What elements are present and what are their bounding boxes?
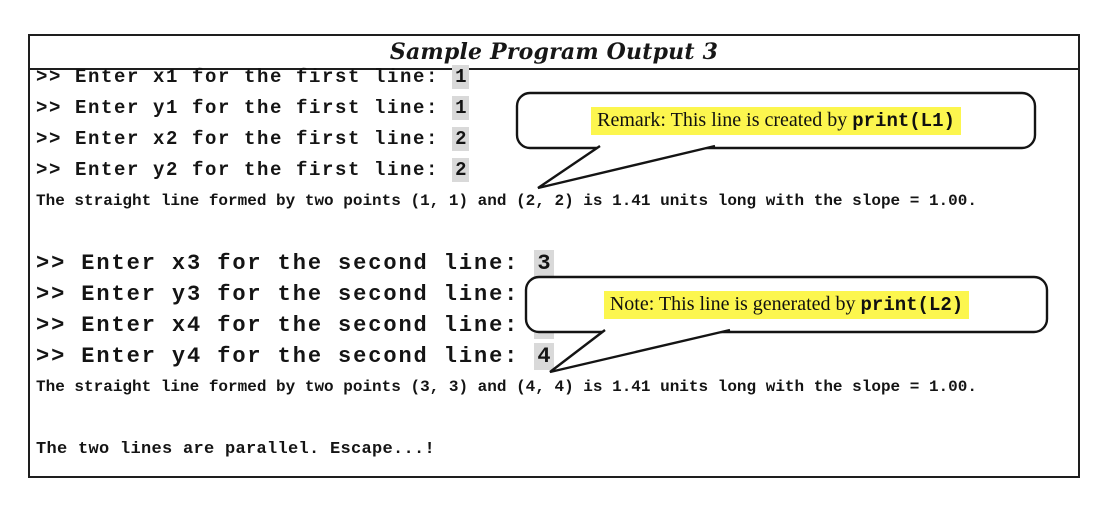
console-line (36, 217, 977, 248)
prompt-text: >> Enter x1 for the first line: (36, 66, 453, 88)
input-value: 3 (534, 250, 554, 277)
note-highlight: Note: This line is generated by print(L2… (603, 290, 970, 319)
console-line: >> Enter x2 for the first line: 2 (36, 124, 977, 155)
input-value: 1 (452, 96, 470, 120)
note-text: Note: This line is generated by (609, 292, 861, 315)
input-value: 2 (452, 158, 470, 182)
console-line: >> Enter y4 for the second line: 4 (36, 341, 977, 372)
console-output: >> Enter x1 for the first line: 1>> Ente… (36, 62, 977, 465)
figure-title: Sample Program Output 3 (389, 39, 719, 65)
prompt-text: >> Enter x3 for the second line: (36, 251, 535, 276)
remark-text: Remark: This line is created by (597, 108, 853, 131)
input-value: 4 (534, 343, 554, 370)
note-code: print(L2) (860, 293, 964, 316)
prompt-text: >> Enter x4 for the second line: (36, 313, 535, 338)
remark-code: print(L1) (852, 109, 955, 132)
note-callout: Note: This line is generated by print(L2… (526, 278, 1047, 331)
console-line: >> Enter y2 for the first line: 2 (36, 155, 977, 186)
remark-callout: Remark: This line is created by print(L1… (517, 94, 1035, 147)
console-line: >> Enter x3 for the second line: 3 (36, 248, 977, 279)
prompt-text: >> Enter y3 for the second line: (36, 282, 535, 307)
input-value: 1 (452, 65, 470, 89)
prompt-text: >> Enter y4 for the second line: (36, 344, 535, 369)
input-value: 2 (452, 127, 470, 151)
console-line: The two lines are parallel. Escape...! (36, 440, 436, 459)
console-line: The straight line formed by two points (… (36, 192, 977, 210)
prompt-text: >> Enter y2 for the first line: (36, 159, 453, 181)
title-bar: Sample Program Output 3 (30, 36, 1078, 70)
console-line: The straight line formed by two points (… (36, 378, 977, 396)
console-line: >> Enter x4 for the second line: 4 (36, 310, 977, 341)
console-line (36, 403, 977, 434)
console-line: >> Enter x1 for the first line: 1 (36, 62, 977, 93)
prompt-text: >> Enter x2 for the first line: (36, 128, 453, 150)
remark-highlight: Remark: This line is created by print(L1… (591, 106, 961, 135)
prompt-text: >> Enter y1 for the first line: (36, 97, 453, 119)
console-line: >> Enter y1 for the first line: 1 (36, 93, 977, 124)
